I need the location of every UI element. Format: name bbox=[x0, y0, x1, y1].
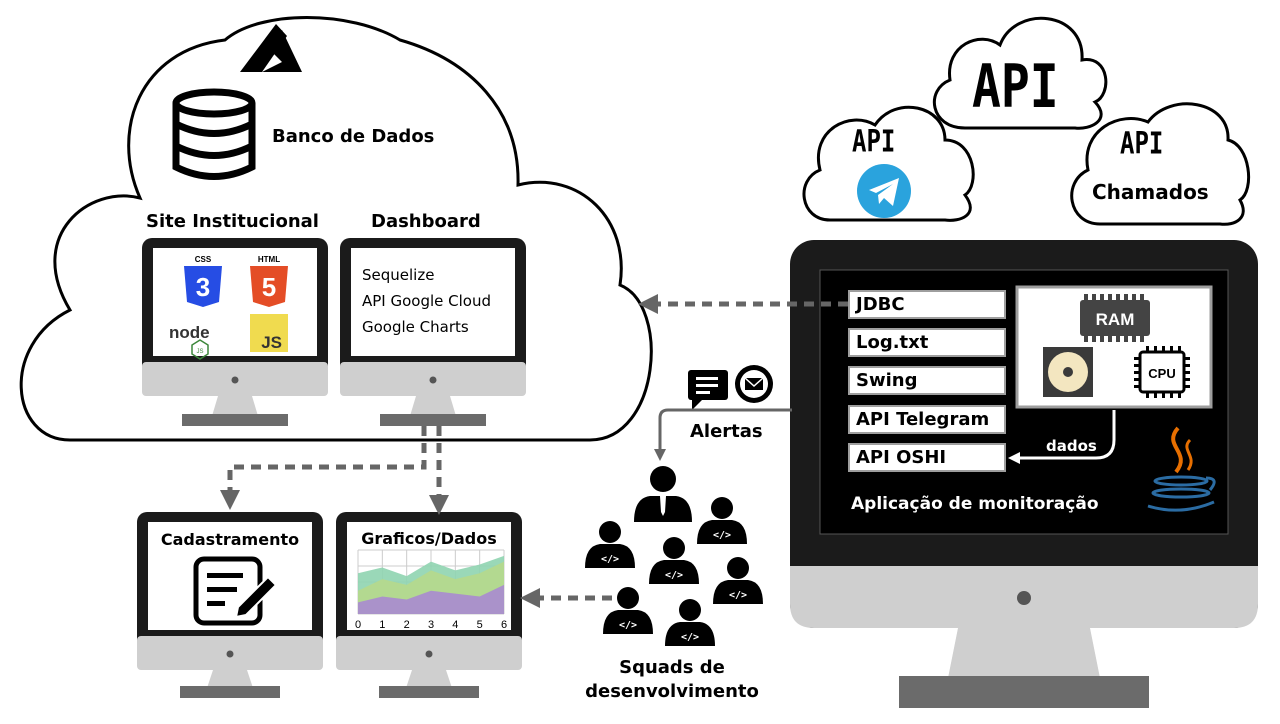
squad-people: </> </> </> </> </> </> bbox=[585, 497, 763, 646]
developer-person-icon: </> bbox=[649, 537, 699, 584]
x-tick-label: 6 bbox=[501, 619, 507, 631]
svg-text:</>: </> bbox=[619, 620, 637, 631]
hard-disk-icon bbox=[1043, 347, 1093, 397]
telegram-icon bbox=[857, 164, 911, 218]
site-label: Site Institucional bbox=[146, 211, 319, 232]
dashed-arrows bbox=[220, 294, 848, 608]
developer-person-icon: </> bbox=[713, 557, 763, 604]
graphs-label: Graficos/Dados bbox=[361, 529, 497, 548]
alerts-label: Alertas bbox=[690, 421, 763, 442]
email-icon bbox=[735, 365, 773, 403]
app-title: Aplicação de monitoração bbox=[851, 494, 1099, 514]
svg-text:</>: </> bbox=[729, 590, 747, 601]
developer-person-icon: </> bbox=[603, 587, 653, 634]
dashboard-item: API Google Cloud bbox=[362, 292, 492, 310]
azure-icon bbox=[240, 24, 302, 72]
app-item-jdbc: JDBC bbox=[848, 290, 1006, 319]
app-item-telegram: API Telegram bbox=[848, 405, 1006, 434]
api-cloud-telegram bbox=[802, 105, 975, 222]
dashboard-label: Dashboard bbox=[371, 211, 481, 232]
database-label: Banco de Dados bbox=[272, 126, 435, 147]
developer-person-icon: </> bbox=[665, 599, 715, 646]
nodejs-icon: node JS bbox=[169, 323, 210, 360]
tickets-label: Chamados bbox=[1092, 180, 1209, 204]
svg-text:</>: </> bbox=[681, 632, 699, 643]
api-cloud-tickets bbox=[1070, 102, 1251, 226]
area-series-3 bbox=[358, 584, 504, 614]
developer-person-icon: </> bbox=[585, 521, 635, 568]
database-icon bbox=[172, 88, 256, 180]
azure-cloud bbox=[19, 16, 653, 442]
app-item-oshi: API OSHI bbox=[848, 443, 1006, 472]
developer-person-icon: </> bbox=[697, 497, 747, 544]
chat-icon bbox=[688, 370, 728, 410]
html5-icon: HTML 5 bbox=[250, 255, 288, 307]
x-tick-label: 5 bbox=[477, 619, 483, 631]
svg-text:JS: JS bbox=[261, 333, 282, 352]
javascript-icon: JS bbox=[250, 314, 288, 352]
dashboard-monitor bbox=[340, 238, 526, 426]
squads-label-line1: Squads de bbox=[619, 657, 725, 678]
squads-label-line2: desenvolvimento bbox=[585, 681, 759, 702]
manager-person-icon bbox=[634, 466, 692, 522]
svg-text:CPU: CPU bbox=[1148, 366, 1175, 381]
form-icon bbox=[193, 556, 278, 626]
api-main-label: API bbox=[972, 52, 1059, 122]
app-item-swing: Swing bbox=[848, 366, 1006, 395]
x-tick-label: 2 bbox=[404, 619, 410, 631]
svg-text:JS: JS bbox=[196, 349, 203, 355]
api-cloud-main bbox=[933, 16, 1108, 130]
svg-text:3: 3 bbox=[196, 272, 210, 302]
svg-text:</>: </> bbox=[713, 530, 731, 541]
svg-text:</>: </> bbox=[665, 570, 683, 581]
x-tick-label: 0 bbox=[355, 619, 361, 631]
data-arrow bbox=[1008, 410, 1116, 464]
x-tick-label: 1 bbox=[379, 619, 385, 631]
chart-series bbox=[358, 555, 504, 614]
x-tick-label: 3 bbox=[428, 619, 434, 631]
svg-text:CSS: CSS bbox=[195, 255, 212, 264]
svg-text:HTML: HTML bbox=[258, 255, 280, 264]
dashboard-item: Google Charts bbox=[362, 318, 469, 336]
java-icon bbox=[1147, 426, 1216, 512]
api-telegram-label: API bbox=[852, 124, 896, 159]
svg-text:node: node bbox=[169, 323, 210, 342]
svg-text:5: 5 bbox=[262, 272, 276, 302]
data-label: dados bbox=[1046, 437, 1097, 455]
app-item-log: Log.txt bbox=[848, 328, 1006, 357]
registration-label: Cadastramento bbox=[160, 530, 300, 549]
css3-icon: CSS 3 bbox=[184, 255, 222, 307]
ram-icon: RAM bbox=[1080, 294, 1150, 342]
chart-x-ticks: 0 1 2 3 4 5 6 bbox=[355, 619, 507, 631]
svg-text:RAM: RAM bbox=[1096, 310, 1135, 329]
cpu-icon: CPU bbox=[1134, 346, 1190, 398]
dashboard-item: Sequelize bbox=[362, 266, 435, 284]
alert-arrow bbox=[654, 408, 792, 461]
x-tick-label: 4 bbox=[452, 619, 458, 631]
api-tickets-label: API bbox=[1120, 126, 1164, 161]
svg-text:</>: </> bbox=[601, 554, 619, 565]
